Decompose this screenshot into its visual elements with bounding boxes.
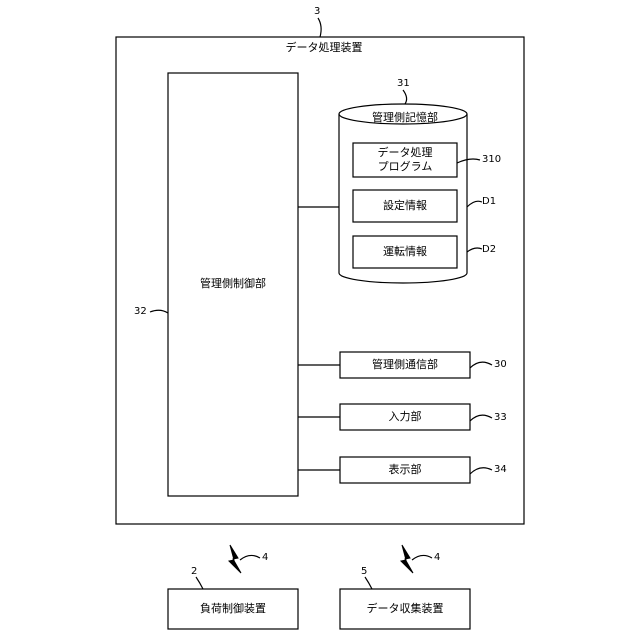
leader-load-controller <box>196 577 203 589</box>
controller-label: 管理側制御部 <box>168 276 298 292</box>
leader-link-2 <box>412 555 432 560</box>
wireless-link-icon <box>401 545 413 573</box>
load-controller-box: 負荷制御装置 <box>168 589 298 629</box>
leader-settings <box>467 201 482 207</box>
collector-box: データ収集装置 <box>340 589 470 629</box>
input-ref: 33 <box>494 412 507 424</box>
link-ref-2: 4 <box>434 552 440 564</box>
leader-operation <box>467 248 482 252</box>
wireless-link-icon <box>229 545 241 573</box>
storage-label: 管理側記憶部 <box>353 108 457 128</box>
leader-collector <box>365 577 372 589</box>
display-box: 表示部 <box>340 457 470 483</box>
operation-box: 運転情報 <box>353 236 457 268</box>
leader-display <box>470 468 492 474</box>
storage-ref: 31 <box>397 78 410 90</box>
program-box: データ処理 プログラム <box>353 143 457 177</box>
link-ref-1: 4 <box>262 552 268 564</box>
leader-comm <box>470 362 492 368</box>
settings-box: 設定情報 <box>353 190 457 222</box>
program-line-2: プログラム <box>378 160 433 174</box>
controller-ref: 32 <box>134 306 147 318</box>
comm-ref: 30 <box>494 359 507 371</box>
comm-box: 管理側通信部 <box>340 352 470 378</box>
device-ref: 3 <box>314 6 320 18</box>
load-controller-ref: 2 <box>191 566 197 578</box>
leader-controller <box>150 310 168 313</box>
display-ref: 34 <box>494 464 507 476</box>
leader-program <box>457 159 480 163</box>
program-line-1: データ処理 <box>378 146 433 160</box>
leader-input <box>470 415 492 421</box>
input-box: 入力部 <box>340 404 470 430</box>
operation-ref: D2 <box>482 244 496 256</box>
collector-ref: 5 <box>361 566 367 578</box>
leader-storage <box>403 90 407 104</box>
device-title: データ処理装置 <box>282 41 366 54</box>
leader-link-1 <box>240 555 260 560</box>
settings-ref: D1 <box>482 196 496 208</box>
leader-device <box>318 18 321 37</box>
program-ref: 310 <box>482 154 501 166</box>
